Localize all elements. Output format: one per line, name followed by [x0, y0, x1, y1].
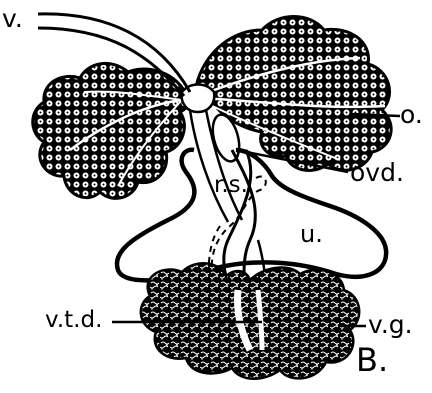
panel-letter: B. [356, 344, 388, 376]
label-v: v. [2, 6, 23, 31]
label-vtd: v.t.d. [45, 309, 102, 332]
ovary-left-lobes [33, 63, 190, 198]
label-vg: v.g. [368, 312, 413, 337]
label-ovd: ovd. [350, 160, 404, 185]
label-o: o. [400, 102, 423, 127]
label-u: u. [300, 222, 323, 246]
label-rs: r.s. [214, 174, 248, 197]
